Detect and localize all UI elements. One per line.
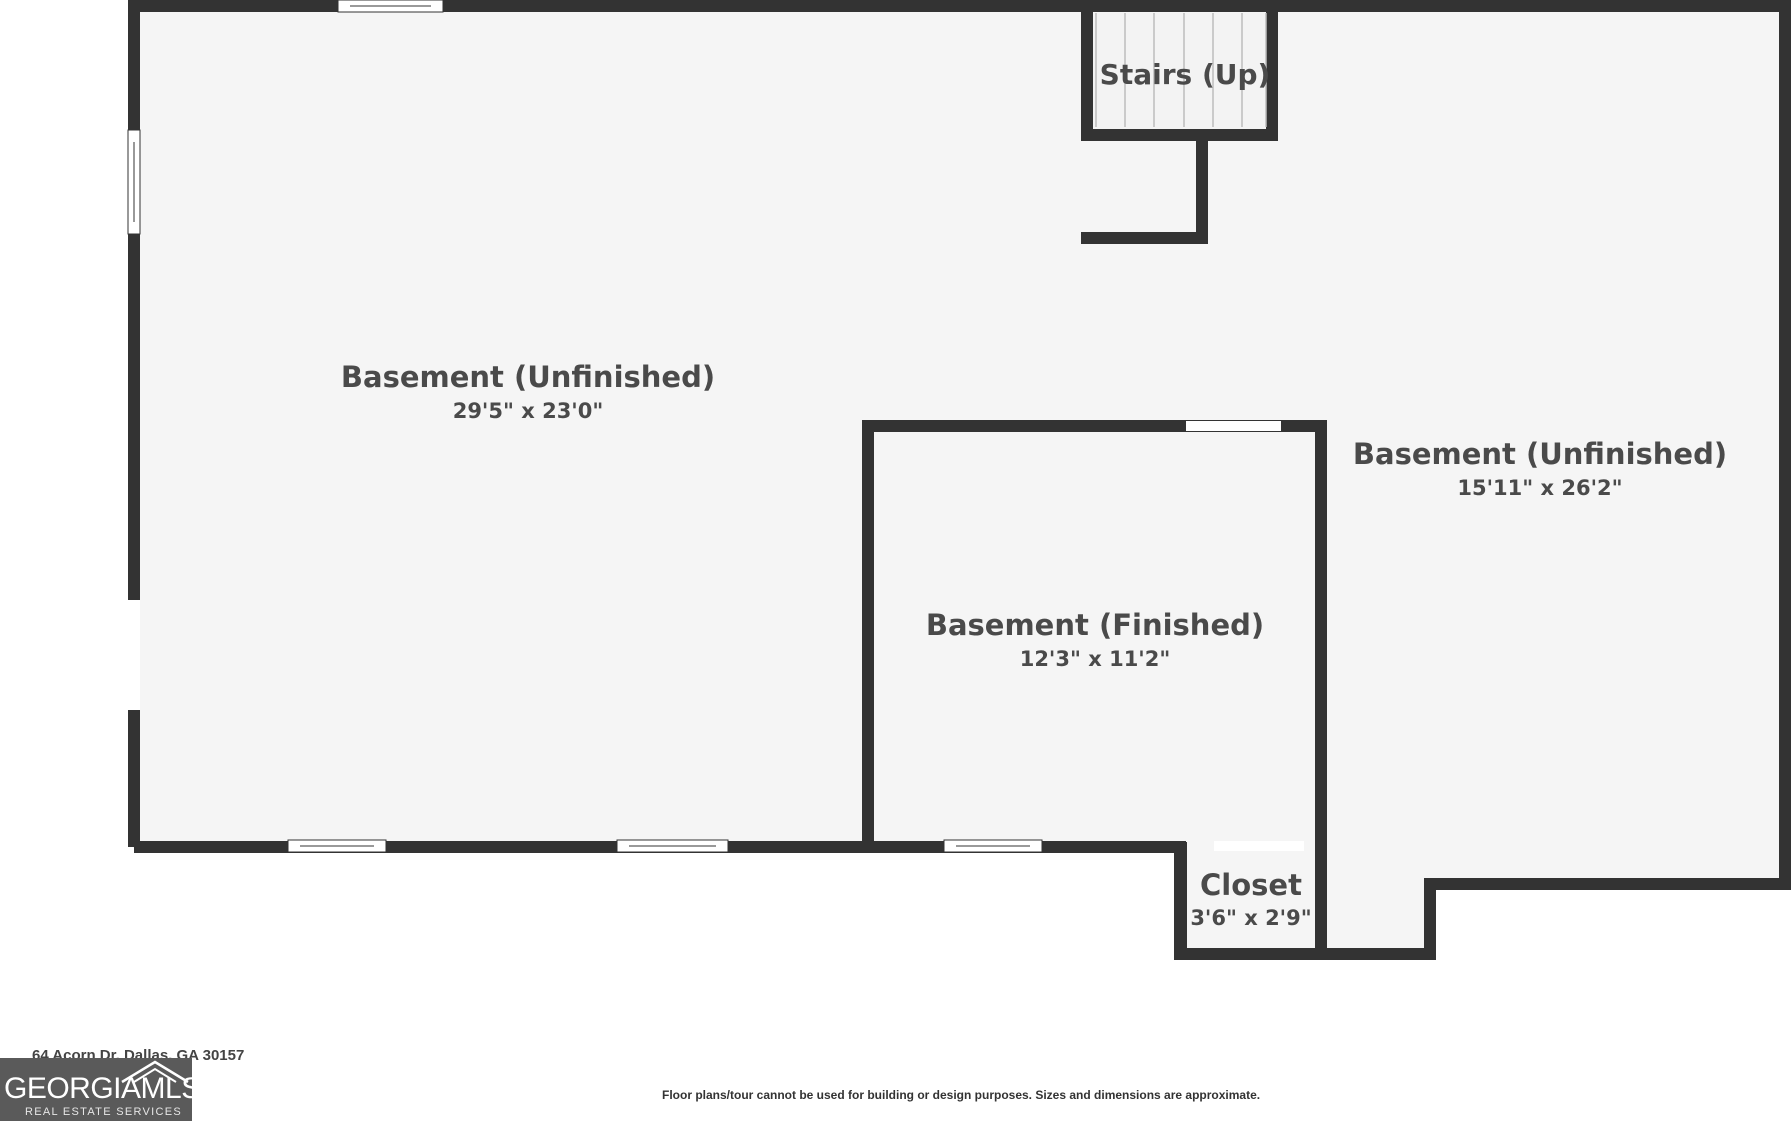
room-label-stairs: Stairs (Up) <box>1100 58 1271 91</box>
room-label-basement-left: Basement (Unfinished) <box>341 360 715 394</box>
room-dims-basement-left: 29'5" x 23'0" <box>453 399 604 423</box>
room-dims-closet: 3'6" x 2'9" <box>1190 906 1311 930</box>
room-label-basement-right: Basement (Unfinished) <box>1353 437 1727 471</box>
house-roof-icon <box>121 1060 189 1084</box>
window-left-upper <box>127 129 141 235</box>
georgiamls-logo: GEORGIAMLS REAL ESTATE SERVICES <box>0 1058 192 1121</box>
stair-treads <box>1095 13 1267 127</box>
windows <box>127 0 1043 853</box>
window-top <box>337 0 444 13</box>
window-bottom-1 <box>287 839 387 853</box>
stairs-walls <box>1081 0 1278 244</box>
window-bottom-3 <box>943 839 1043 853</box>
floor-area <box>133 7 1784 957</box>
disclaimer-text: Floor plans/tour cannot be used for buil… <box>662 1088 1261 1102</box>
logo-tagline: REAL ESTATE SERVICES <box>25 1106 183 1118</box>
window-left-lower <box>128 600 140 710</box>
closet-floor <box>1177 848 1318 957</box>
room-dims-basement-finished: 12'3" x 11'2" <box>1020 647 1171 671</box>
doorway-finished-top <box>1186 421 1281 431</box>
doorway-closet <box>1214 841 1304 851</box>
room-label-closet: Closet <box>1200 868 1302 902</box>
window-bottom-2 <box>616 839 729 853</box>
logo-wordmark: GEORGIAMLS <box>4 1072 192 1105</box>
room-dims-basement-right: 15'11" x 26'2" <box>1457 476 1622 500</box>
room-label-basement-finished: Basement (Finished) <box>926 608 1264 642</box>
